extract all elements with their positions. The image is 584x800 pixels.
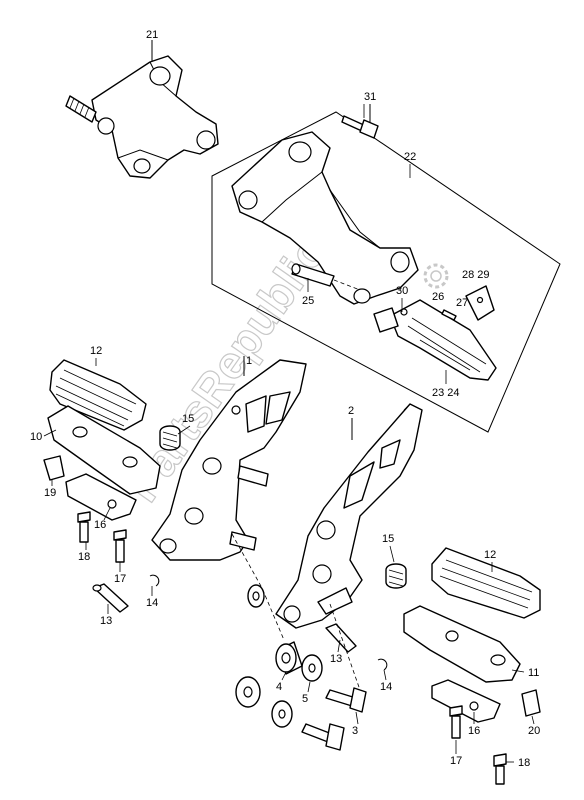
- label-17-right: 17: [450, 755, 462, 767]
- label-25: 25: [302, 295, 314, 307]
- part-11-footpeg-holder-right: [403, 605, 521, 683]
- label-13-left: 13: [100, 615, 112, 627]
- label-12-left: 12: [90, 345, 102, 357]
- part-13-pin-left: [92, 583, 129, 613]
- washer-left-top: [247, 584, 265, 608]
- label-30: 30: [396, 285, 408, 297]
- gear-icon: [423, 263, 449, 289]
- callout-labels: 21 31 22 28 29 26 27 30 25 23 24 12 1 15…: [30, 29, 540, 769]
- part-16-plate-left: [65, 473, 137, 521]
- label-21: 21: [146, 29, 158, 41]
- label-10: 10: [30, 431, 42, 443]
- assembly-line-right: [329, 603, 361, 691]
- part-23-24-footpeg: [373, 285, 497, 381]
- part-4-bushing-lower: [235, 676, 261, 708]
- part-3-bolt-lower: [301, 723, 345, 751]
- label-20: 20: [528, 725, 540, 737]
- part-25-pin: [291, 263, 361, 291]
- part-3-bolt-upper: [325, 687, 367, 713]
- label-1: 1: [246, 355, 252, 367]
- part-10-footpeg-holder-left: [47, 405, 161, 495]
- label-5: 5: [302, 693, 308, 705]
- label-23-24: 23 24: [432, 387, 460, 399]
- part-12-footpeg-rubber-left: [49, 359, 147, 431]
- label-14-right: 14: [380, 681, 392, 693]
- label-18-right: 18: [518, 757, 530, 769]
- part-5-washer: [301, 654, 323, 682]
- part-18-bolt-right: [493, 753, 507, 785]
- label-17-left: 17: [114, 573, 126, 585]
- part-1-bracket-left: [151, 356, 307, 561]
- part-20-stopper-right: [521, 689, 541, 717]
- part-2-bracket-right: [275, 403, 423, 629]
- part-31-bolt: [341, 104, 379, 139]
- part-12-footpeg-rubber-right: [431, 547, 541, 619]
- label-15-left: 15: [182, 413, 194, 425]
- assembly-line-left: [231, 533, 285, 641]
- label-13-right: 13: [330, 653, 342, 665]
- part-14-clip-right: [377, 658, 388, 671]
- label-3: 3: [352, 725, 358, 737]
- label-22: 22: [404, 151, 416, 163]
- washer-lower: [271, 700, 293, 728]
- part-17-bolt-right: [449, 705, 463, 739]
- label-16-left: 16: [94, 519, 106, 531]
- label-28-29: 28 29: [462, 269, 490, 281]
- part-15-spring-right: [385, 563, 407, 589]
- leader-lines: [43, 104, 535, 763]
- label-16-right: 16: [468, 725, 480, 737]
- part-21-bracket: [65, 40, 219, 179]
- part-22-group-frame: [211, 111, 561, 433]
- label-4: 4: [276, 681, 282, 693]
- label-27: 27: [456, 297, 468, 309]
- label-2: 2: [348, 405, 354, 417]
- label-11: 11: [528, 667, 539, 679]
- part-14-clip-left: [149, 574, 160, 587]
- label-15-right: 15: [382, 533, 394, 545]
- label-31: 31: [364, 91, 376, 103]
- part-16-plate-right: [431, 679, 501, 723]
- label-12-right: 12: [484, 549, 496, 561]
- part-17-bolt-left: [113, 529, 127, 563]
- label-18-left: 18: [78, 551, 90, 563]
- label-14-left: 14: [146, 597, 158, 609]
- label-26: 26: [432, 291, 444, 303]
- label-19: 19: [44, 487, 56, 499]
- part-4-bushing: [275, 641, 303, 675]
- part-22-bracket: [231, 131, 419, 305]
- part-18-bolt-left: [77, 511, 91, 543]
- part-13-pin-right: [325, 623, 357, 653]
- part-15-spring-left: [159, 425, 181, 451]
- part-19-stopper-left: [43, 455, 65, 481]
